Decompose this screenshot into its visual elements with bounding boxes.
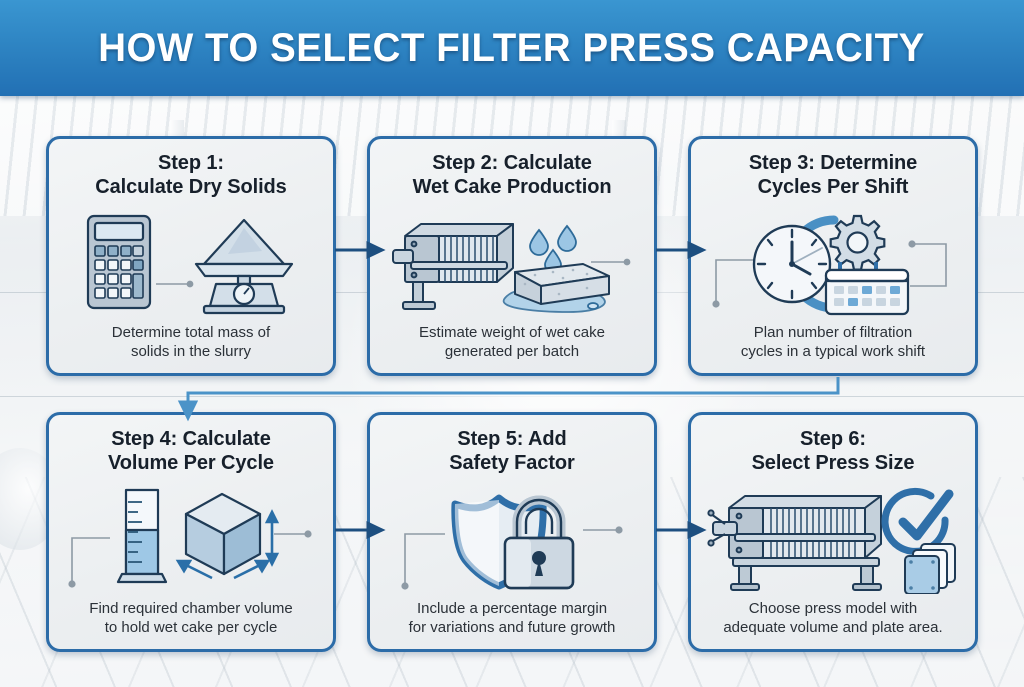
- step-description: Plan number of filtration cycles in a ty…: [740, 323, 926, 360]
- connector-dot-line: [156, 280, 194, 288]
- filter-press-icon: [392, 222, 514, 310]
- calendar-icon: [824, 261, 910, 315]
- step-description: Estimate weight of wet cake generated pe…: [419, 323, 605, 360]
- connector-dot-line: [712, 240, 947, 308]
- step-description: Include a percentage margin for variatio…: [408, 599, 616, 636]
- step-illustration-2: [382, 201, 642, 323]
- filter-press-icon: [707, 494, 882, 591]
- connector-dot-line: [68, 530, 312, 588]
- page-title: HOW TO SELECT FILTER PRESS CAPACITY: [98, 25, 926, 70]
- dimension-arrows: [175, 508, 280, 579]
- connector-dot-line: [401, 526, 623, 590]
- step-card-6[interactable]: Step 6: Select Press Size: [688, 412, 978, 652]
- check-circle-icon: [881, 487, 954, 555]
- gear-icon: [829, 214, 886, 271]
- step-card-1[interactable]: Step 1: Calculate Dry Solids: [46, 136, 336, 376]
- step-illustration-5: [382, 477, 642, 599]
- clock-icon: [752, 215, 839, 313]
- step-title: Step 6: Select Press Size: [751, 428, 915, 474]
- step-title: Step 4: Calculate Volume Per Cycle: [108, 428, 274, 474]
- volume-cube-icon: [184, 492, 262, 575]
- step-card-2[interactable]: Step 2: Calculate Wet Cake Production: [367, 136, 657, 376]
- steps-grid: Step 1: Calculate Dry Solids: [46, 136, 978, 652]
- step-illustration-1: [61, 201, 321, 323]
- step-illustration-6: [703, 477, 963, 599]
- filter-plates-icon: [904, 542, 956, 594]
- step-title: Step 5: Add Safety Factor: [449, 428, 575, 474]
- step-illustration-3: [703, 201, 963, 323]
- step-description: Find required chamber volume to hold wet…: [89, 599, 293, 636]
- step-card-5[interactable]: Step 5: Add Safety Factor: [367, 412, 657, 652]
- padlock-icon: [503, 495, 575, 590]
- shield-highlight: [454, 499, 499, 586]
- step-title: Step 2: Calculate Wet Cake Production: [412, 152, 612, 198]
- wet-cake-block-icon-solid: [514, 262, 610, 305]
- header-banner: HOW TO SELECT FILTER PRESS CAPACITY: [0, 0, 1024, 96]
- calculator-icon: [86, 214, 152, 309]
- weighing-scale-icon: [194, 218, 294, 314]
- step-title: Step 1: Calculate Dry Solids: [95, 152, 287, 198]
- step-description: Determine total mass of solids in the sl…: [111, 323, 271, 360]
- step-card-3[interactable]: Step 3: Determine Cycles Per Shift: [688, 136, 978, 376]
- step-description: Choose press model with adequate volume …: [723, 599, 943, 636]
- step-title: Step 3: Determine Cycles Per Shift: [748, 152, 918, 198]
- connector-dot-line: [591, 258, 631, 266]
- graduated-cylinder-icon: [116, 488, 168, 583]
- step-card-4[interactable]: Step 4: Calculate Volume Per Cycle: [46, 412, 336, 652]
- step-illustration-4: [61, 477, 321, 599]
